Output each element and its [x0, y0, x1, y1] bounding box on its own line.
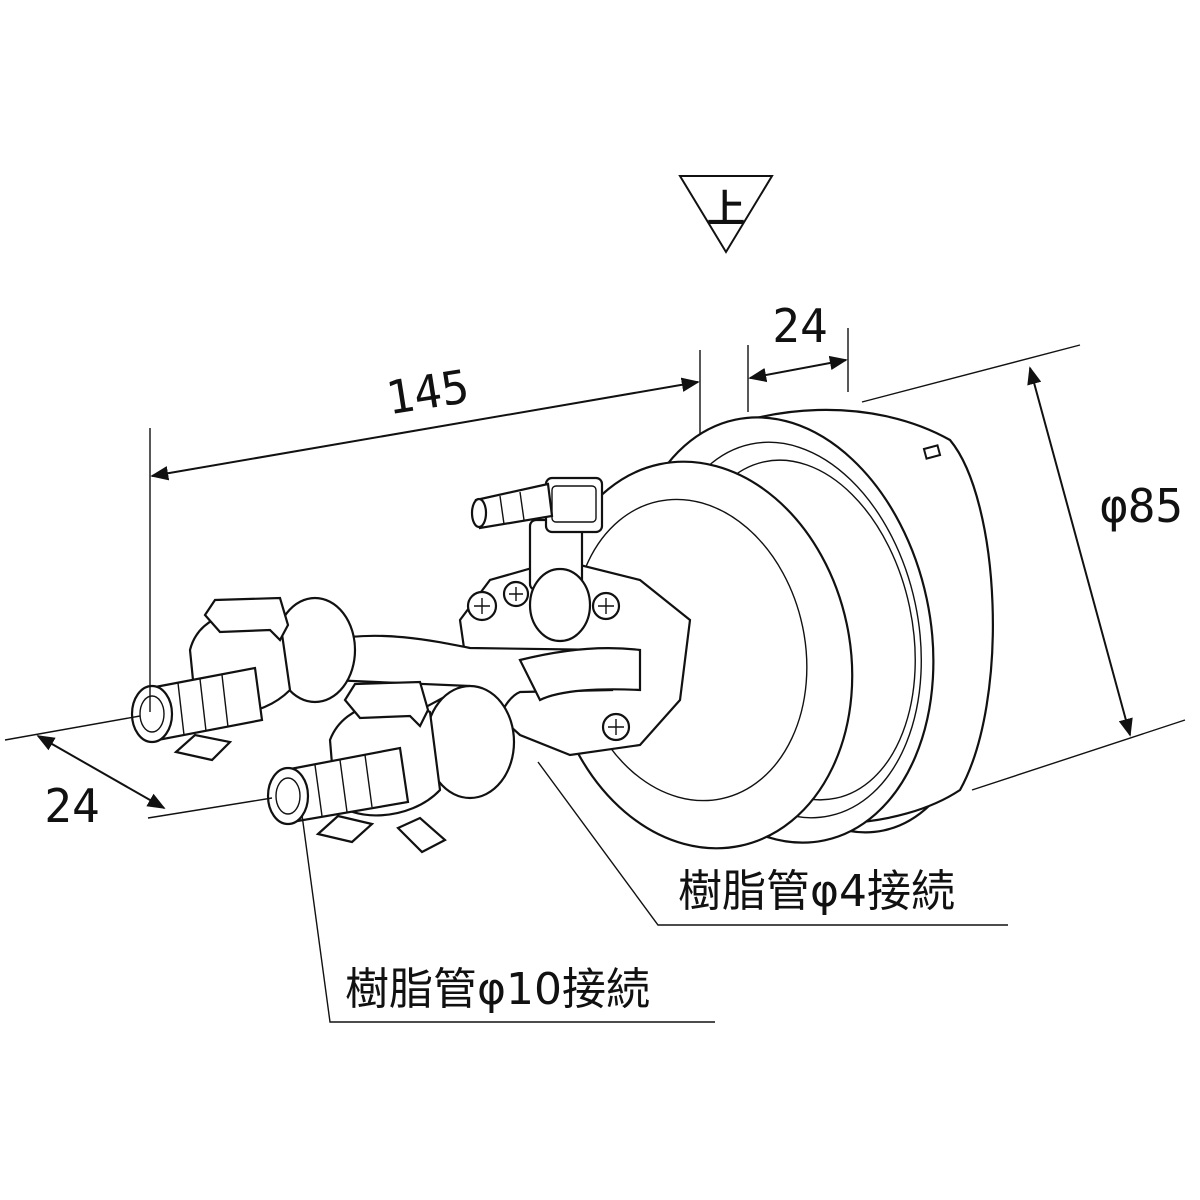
screw-3-slot	[598, 598, 614, 614]
lower-barb-end	[266, 766, 310, 826]
pipe-branch	[518, 646, 642, 702]
screw-4-slot	[608, 719, 624, 735]
top-fitting-head-inner	[551, 485, 597, 523]
upper-clip-tab	[173, 733, 233, 762]
extension-line-diameter-top	[861, 344, 1081, 403]
callout-resin-pipe-4-label: 樹脂管φ4接続	[678, 866, 955, 917]
dimension-line-24-top	[748, 355, 848, 383]
dimension-diameter: φ85	[861, 344, 1186, 791]
upper-outlet	[130, 596, 357, 762]
dimension-line-145	[150, 377, 700, 481]
dimension-24-left-label: 24	[44, 779, 99, 833]
extension-line-spacing-bottom	[147, 797, 273, 819]
upper-barb-ribs	[177, 674, 229, 736]
top-nozzle-tip	[470, 497, 488, 529]
flange-notch	[922, 444, 942, 460]
extension-line-spacing-top	[4, 715, 141, 741]
lower-clip-tab-2	[396, 816, 447, 854]
dimension-length-overall: 145	[149, 350, 701, 712]
screw-1-slot	[474, 598, 490, 614]
top-nozzle-ribs	[499, 491, 525, 525]
dimension-145-label: 145	[382, 359, 473, 425]
lower-barb-bore	[275, 777, 301, 815]
upper-barb-bore	[139, 695, 165, 733]
lower-barb-ribs	[314, 754, 373, 817]
upper-clip	[203, 596, 290, 642]
orientation-label: 上	[707, 187, 745, 231]
housing	[546, 408, 994, 850]
leader-line-4	[537, 761, 1008, 926]
callout-resin-pipe-10: 樹脂管φ10接続	[301, 814, 715, 1023]
top-fitting	[470, 476, 604, 643]
lower-clip-tab	[315, 814, 375, 844]
leader-line-10	[301, 814, 715, 1023]
upper-barb-end	[130, 684, 174, 744]
callout-resin-pipe-10-label: 樹脂管φ10接続	[345, 964, 650, 1015]
dimension-24-top-label: 24	[772, 299, 827, 353]
lower-outlet	[266, 680, 516, 854]
dimension-line-24-left	[36, 735, 166, 809]
dimension-spacing: 24	[4, 715, 273, 833]
top-fitting-bulb	[528, 567, 592, 643]
lower-clip	[343, 680, 430, 728]
dimension-line-85	[1027, 366, 1133, 737]
orientation-mark: 上	[678, 175, 774, 254]
dimension-85-label: φ85	[1100, 479, 1183, 533]
callout-resin-pipe-4: 樹脂管φ4接続	[537, 761, 1008, 926]
orientation-triangle	[678, 175, 774, 254]
screw-2-slot	[509, 587, 523, 601]
extension-line-diameter-bottom	[971, 719, 1186, 791]
dimension-length-flange: 24	[747, 299, 849, 412]
